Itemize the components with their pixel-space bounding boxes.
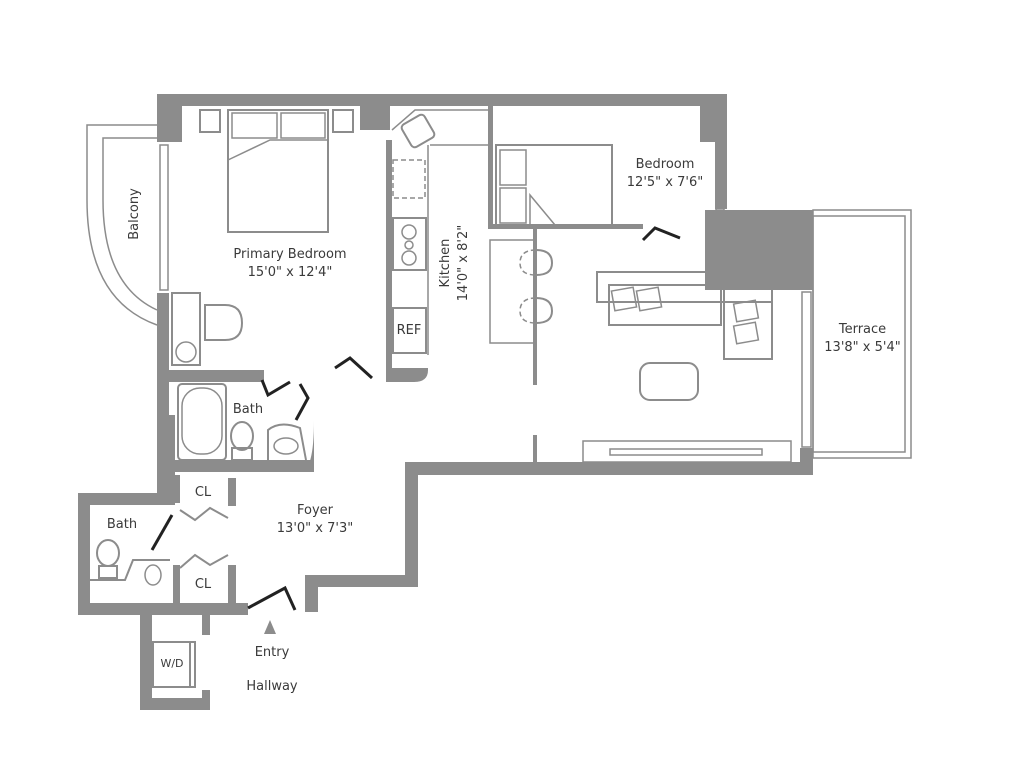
pillow: [499, 149, 527, 186]
bathtub: [177, 383, 227, 461]
window-bath: [159, 381, 169, 418]
closet-wall-3: [228, 478, 236, 506]
cushion: [732, 321, 760, 345]
bed-primary: [227, 109, 329, 233]
stool: [535, 297, 554, 324]
sink-icon: [144, 564, 162, 586]
bedroom-bottom-wall: [488, 224, 643, 229]
bed-cover: [227, 139, 328, 161]
washer-dryer: [152, 641, 196, 688]
fixture-label-wd: W/D: [160, 657, 184, 670]
foyer-step-wall-2: [305, 575, 318, 612]
toilet: [230, 421, 254, 451]
toilet-tank: [231, 447, 253, 461]
closet-door: [179, 553, 229, 569]
bath-vanity: [267, 423, 307, 461]
pillow: [280, 112, 326, 139]
foyer-step-wall: [305, 575, 418, 587]
terrace-inner: [812, 215, 906, 453]
stove: [392, 217, 427, 271]
vanity: [171, 292, 201, 366]
kitchen-sink: [400, 113, 436, 149]
window-primary: [159, 144, 169, 291]
closet-wall: [173, 475, 180, 503]
foyer-right-wall: [405, 462, 418, 587]
wd-bottom-wall: [140, 698, 210, 710]
kitchen-divider: [533, 229, 537, 385]
top-wall: [157, 94, 727, 106]
entry-arrow-icon: [264, 620, 276, 634]
closet-door: [179, 506, 229, 522]
toilet: [96, 539, 120, 567]
bath-vanity-edge: [90, 559, 170, 581]
window-living: [801, 291, 812, 448]
stool: [535, 249, 554, 276]
coffee-table: [639, 362, 699, 401]
sofa-chaise: [723, 284, 773, 360]
door: [260, 379, 291, 398]
tv: [609, 448, 763, 456]
kitchen-island: [489, 239, 535, 344]
bedroom-left-wall: [488, 104, 493, 229]
cushion: [610, 286, 638, 312]
bed: [495, 144, 613, 226]
entry-label: Entry: [254, 645, 290, 660]
door: [294, 383, 310, 421]
closet-wall-2: [173, 565, 180, 605]
door: [641, 226, 681, 242]
room-label-balcony: Balcony: [127, 188, 142, 240]
closet-wall-4: [228, 565, 236, 605]
room-label-primary-bedroom: Primary Bedroom 15'0" x 12'4": [233, 247, 347, 280]
refrigerator: [392, 307, 427, 354]
nightstand: [199, 109, 221, 133]
room-label-bath: Bath: [232, 402, 264, 417]
toilet-tank: [98, 565, 118, 579]
dishwasher: [392, 159, 426, 199]
bath-top-wall: [169, 370, 264, 382]
cushion: [635, 286, 663, 312]
divider-stub: [533, 435, 537, 465]
bottom-wall-left: [78, 603, 248, 615]
fixture-label-ref: REF: [396, 323, 422, 338]
sofa: [608, 284, 722, 326]
room-label-bath-small: Bath: [106, 517, 138, 532]
wd-wall-stub: [202, 615, 210, 635]
media-console: [582, 440, 792, 463]
sink-icon: [273, 437, 299, 455]
tub-inner: [181, 387, 223, 455]
bath-small-left-wall: [78, 493, 90, 615]
room-label-kitchen: Kitchen 14'0" x 8'2": [438, 224, 471, 302]
wall-corner: [157, 94, 182, 142]
window-bedroom: [715, 144, 725, 211]
bath-left-wall: [157, 415, 175, 505]
room-label-closet: CL: [194, 577, 212, 592]
bath-bottom-wall: [169, 460, 314, 472]
pillow: [231, 112, 278, 139]
kitchen-wall: [386, 140, 392, 375]
bath-small-top-wall: [78, 493, 173, 505]
wd-wall-stub-2: [202, 690, 210, 710]
hallway-label: Hallway: [246, 679, 298, 694]
door: [150, 514, 174, 551]
room-label-bedroom: Bedroom 12'5" x 7'6": [626, 157, 704, 190]
bottom-wall-living: [405, 462, 813, 475]
door: [334, 356, 374, 380]
toilet: [204, 304, 244, 341]
room-label-foyer: Foyer 13'0" x 7'3": [276, 503, 354, 536]
pillow: [499, 187, 527, 224]
kitchen-end: [386, 368, 428, 382]
cushion: [732, 299, 760, 323]
sink-icon: [175, 341, 197, 363]
room-label-terrace: Terrace 13'8" x 5'4": [824, 322, 901, 355]
wall-pillar: [360, 94, 390, 130]
room-label-closet: CL: [194, 485, 212, 500]
counter-top: [391, 109, 488, 131]
bath-corner: [300, 420, 314, 472]
column: [705, 210, 813, 290]
wd-left-wall: [140, 615, 152, 710]
balcony-outline: [86, 124, 158, 326]
nightstand: [332, 109, 354, 133]
balcony-inner: [102, 137, 158, 311]
entry-door: [247, 585, 297, 611]
